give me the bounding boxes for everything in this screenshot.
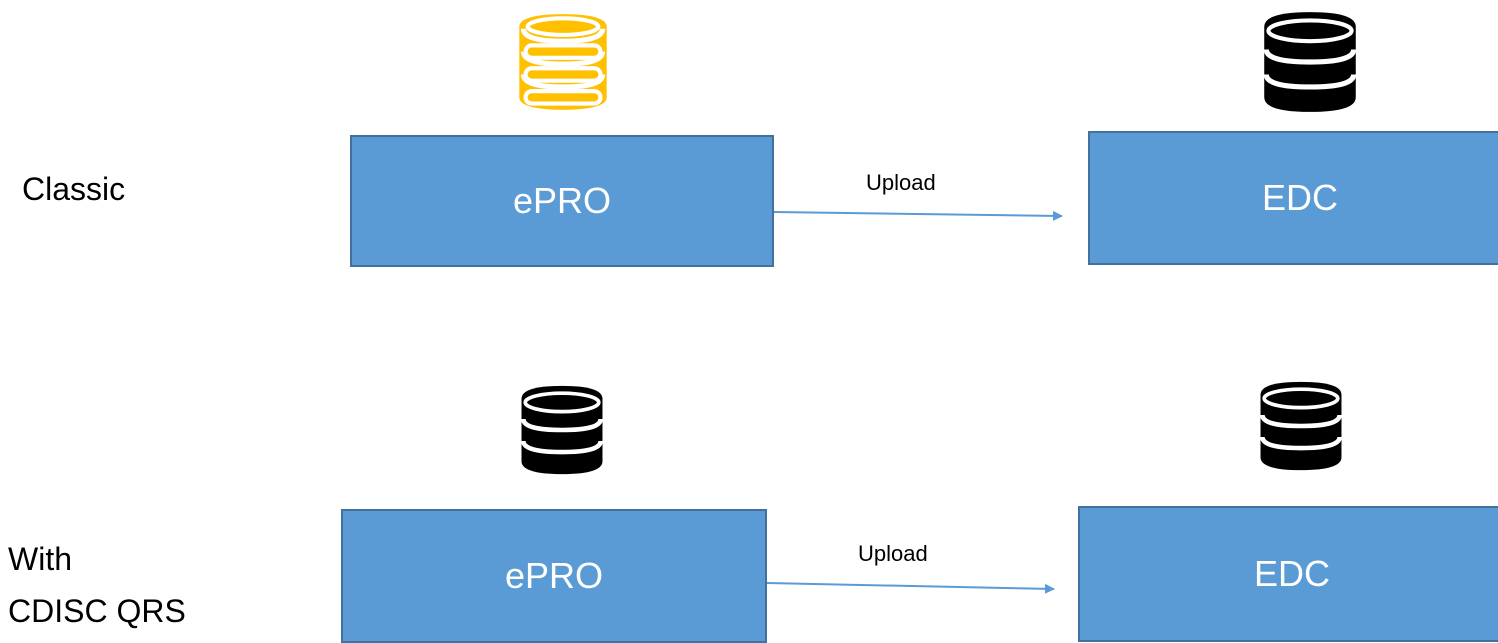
- epro-box-classic: ePRO: [350, 135, 774, 267]
- edc-box-classic: EDC: [1088, 131, 1498, 265]
- upload-arrow-cdisc: [766, 582, 1055, 594]
- edc-box-cdisc: EDC: [1078, 506, 1498, 642]
- row-label-classic: Classic: [22, 171, 126, 207]
- epro-box-cdisc: ePRO: [341, 509, 767, 643]
- database-icon: [521, 385, 603, 475]
- upload-arrow-classic: [773, 210, 1063, 221]
- database-icon: [515, 10, 611, 114]
- upload-label-classic: Upload: [866, 170, 936, 195]
- database-icon: [1260, 381, 1342, 471]
- row-label-cdisc-line2: CDISC QRS: [8, 593, 186, 629]
- database-icon: [1263, 12, 1357, 112]
- upload-label-cdisc: Upload: [858, 541, 928, 566]
- row-label-cdisc-line1: With: [8, 541, 72, 577]
